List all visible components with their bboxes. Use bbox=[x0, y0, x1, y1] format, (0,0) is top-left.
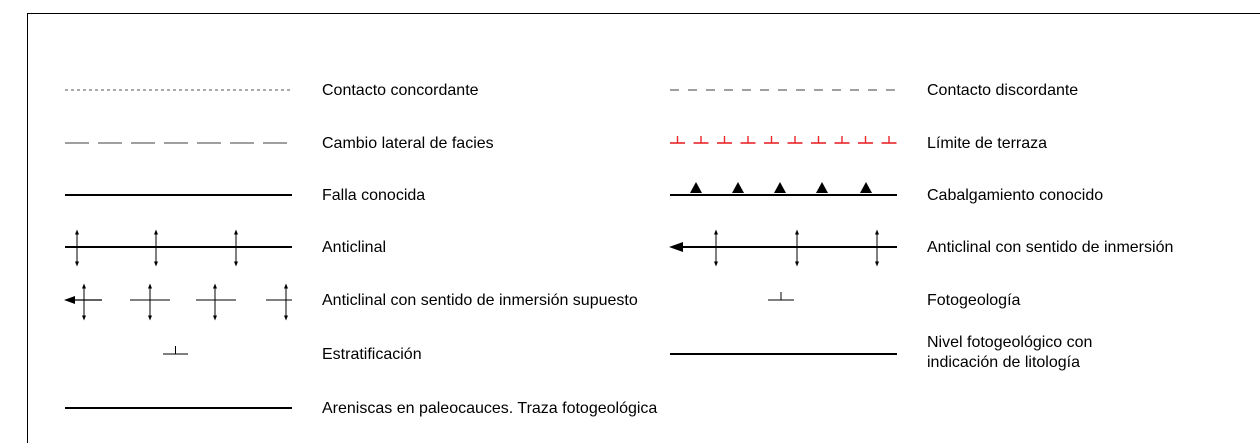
thrust-triangle bbox=[860, 182, 872, 193]
thrust-triangle bbox=[690, 182, 702, 193]
label-estratificacion: Estratificación bbox=[322, 346, 422, 363]
label-areniscas-paleocauces: Areniscas en paleocauces. Traza fotogeol… bbox=[322, 400, 658, 417]
anticline-plunge-symbol bbox=[669, 229, 897, 267]
thrust-triangle bbox=[732, 182, 744, 193]
label-anticlinal-inmersion: Anticlinal con sentido de inmersión bbox=[927, 239, 1174, 256]
label-cambio-lateral-facies: Cambio lateral de facies bbox=[322, 135, 494, 152]
thrust-triangle bbox=[816, 182, 828, 193]
label-falla-conocida: Falla conocida bbox=[322, 187, 426, 204]
thrust-triangle bbox=[774, 182, 786, 193]
label-cabalgamiento-conocido: Cabalgamiento conocido bbox=[927, 187, 1104, 204]
label-contacto-concordante: Contacto concordante bbox=[322, 82, 479, 99]
anticline-plunge-supposed-symbol bbox=[64, 283, 292, 321]
thrust-symbol bbox=[670, 182, 897, 196]
label-nivel-fotogeologico-line2: indicación de litología bbox=[927, 354, 1080, 371]
label-fotogeologia: Fotogeología bbox=[927, 292, 1021, 309]
label-anticlinal: Anticlinal bbox=[322, 239, 387, 256]
label-limite-terraza: Límite de terraza bbox=[927, 135, 1048, 152]
legend-symbols bbox=[64, 89, 897, 409]
legend-frame bbox=[27, 13, 1260, 443]
bedding-tick-symbol bbox=[163, 346, 188, 355]
anticline-symbol bbox=[65, 229, 292, 267]
bedding-tick-symbol bbox=[768, 292, 794, 301]
label-anticlinal-inmersion-supuesto: Anticlinal con sentido de inmersión supu… bbox=[322, 292, 638, 309]
terrace-limit-symbol bbox=[670, 136, 897, 144]
label-nivel-fotogeologico: Nivel fotogeológico con bbox=[927, 334, 1093, 351]
label-contacto-discordante: Contacto discordante bbox=[927, 82, 1079, 99]
